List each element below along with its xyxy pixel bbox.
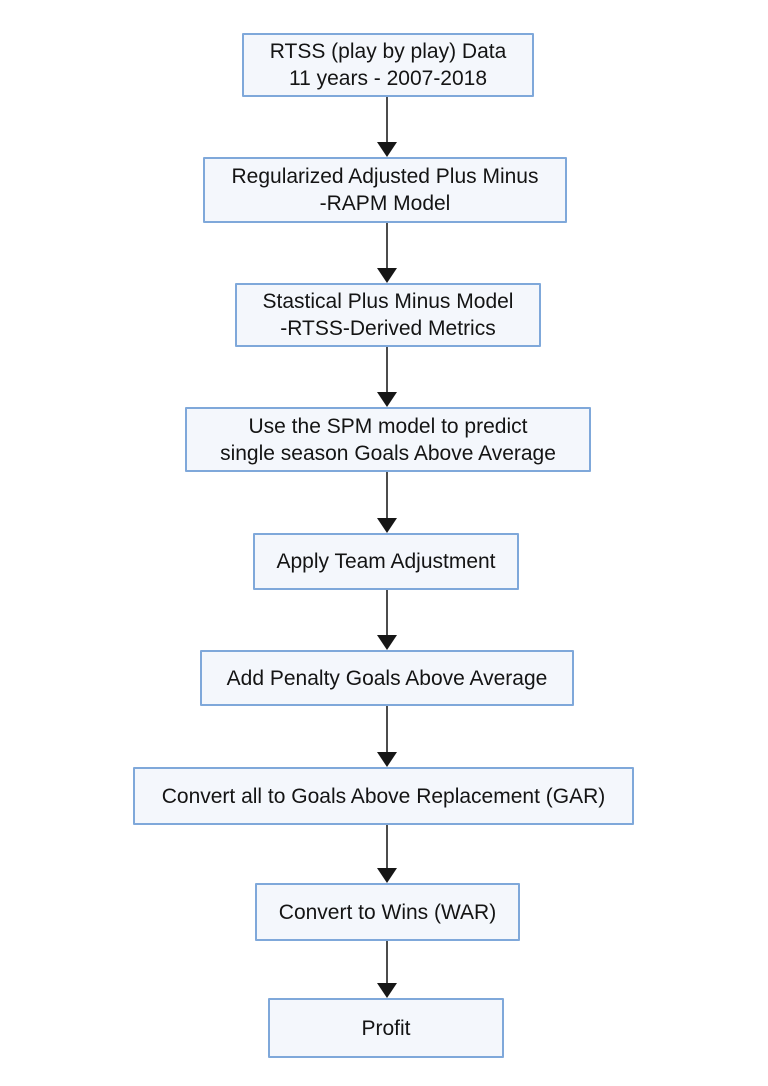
arrowhead-icon (377, 983, 397, 998)
arrowhead-icon (377, 868, 397, 883)
step-label-penalty-goals: Add Penalty Goals Above Average (226, 666, 548, 690)
arrow-shaft (386, 97, 388, 142)
step-label-spm-model: Stastical Plus Minus Model -RTSS-Derived… (262, 290, 514, 340)
arrowhead-icon (377, 142, 397, 157)
step-box-spm-predict: Use the SPM model to predict single seas… (185, 407, 591, 472)
arrow-shaft (386, 347, 388, 392)
arrowhead-icon (377, 518, 397, 533)
arrowhead-icon (377, 752, 397, 767)
step-label-profit: Profit (361, 1016, 411, 1040)
down-arrow-6 (377, 706, 397, 767)
step-box-convert-gar: Convert all to Goals Above Replacement (… (133, 767, 634, 825)
arrow-shaft (386, 941, 388, 983)
arrow-shaft (386, 223, 388, 268)
arrowhead-icon (377, 635, 397, 650)
step-box-spm-model: Stastical Plus Minus Model -RTSS-Derived… (235, 283, 541, 347)
arrow-shaft (386, 472, 388, 518)
step-label-rtss-data: RTSS (play by play) Data 11 years - 2007… (269, 40, 507, 90)
step-box-convert-war: Convert to Wins (WAR) (255, 883, 520, 941)
arrow-shaft (386, 825, 388, 868)
step-box-rtss-data: RTSS (play by play) Data 11 years - 2007… (242, 33, 534, 97)
step-label-team-adjustment: Apply Team Adjustment (276, 550, 496, 573)
arrowhead-icon (377, 268, 397, 283)
step-label-rapm-model: Regularized Adjusted Plus Minus -RAPM Mo… (231, 165, 539, 215)
step-box-profit: Profit (268, 998, 504, 1058)
down-arrow-3 (377, 347, 397, 407)
step-box-rapm-model: Regularized Adjusted Plus Minus -RAPM Mo… (203, 157, 567, 223)
step-label-convert-war: Convert to Wins (WAR) (278, 900, 497, 924)
arrow-shaft (386, 706, 388, 752)
down-arrow-4 (377, 472, 397, 533)
down-arrow-1 (377, 97, 397, 157)
down-arrow-2 (377, 223, 397, 283)
down-arrow-8 (377, 941, 397, 998)
step-label-convert-gar: Convert all to Goals Above Replacement (… (161, 784, 606, 808)
arrowhead-icon (377, 392, 397, 407)
step-box-penalty-goals: Add Penalty Goals Above Average (200, 650, 574, 706)
arrow-shaft (386, 590, 388, 635)
step-label-spm-predict: Use the SPM model to predict single seas… (220, 414, 556, 465)
step-box-team-adjustment: Apply Team Adjustment (253, 533, 519, 590)
down-arrow-5 (377, 590, 397, 650)
down-arrow-7 (377, 825, 397, 883)
